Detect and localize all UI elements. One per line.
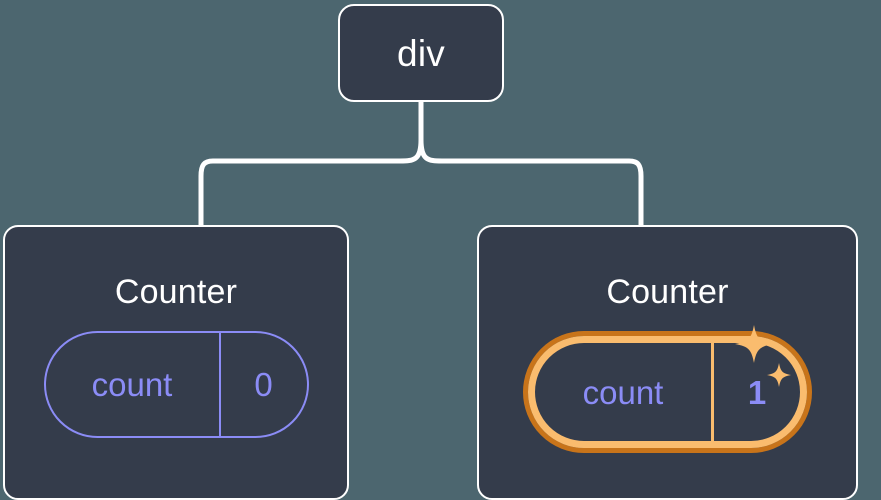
node-counter-right[interactable]: Counter count 1 <box>477 225 858 500</box>
node-counter-left-label: Counter <box>114 273 238 311</box>
state-pill-right[interactable]: count 1 <box>528 336 807 448</box>
state-pill-right-highlight-ring: count 1 <box>523 331 812 453</box>
state-key-right: count <box>535 343 714 441</box>
state-pill-wrap-left: count 0 <box>43 331 309 438</box>
node-div[interactable]: div <box>338 4 504 102</box>
state-pill-wrap-right: count 1 <box>523 325 812 453</box>
connector-branch-left <box>198 137 424 229</box>
connector-branch-right <box>418 137 644 229</box>
node-counter-right-label: Counter <box>606 273 729 311</box>
node-div-label: div <box>397 32 445 74</box>
state-key-left: count <box>46 333 221 436</box>
node-counter-left[interactable]: Counter count 0 <box>3 225 349 500</box>
state-value-left: 0 <box>254 366 273 403</box>
state-value-right: 1 <box>747 373 767 411</box>
state-pill-left[interactable]: count 0 <box>43 331 309 438</box>
